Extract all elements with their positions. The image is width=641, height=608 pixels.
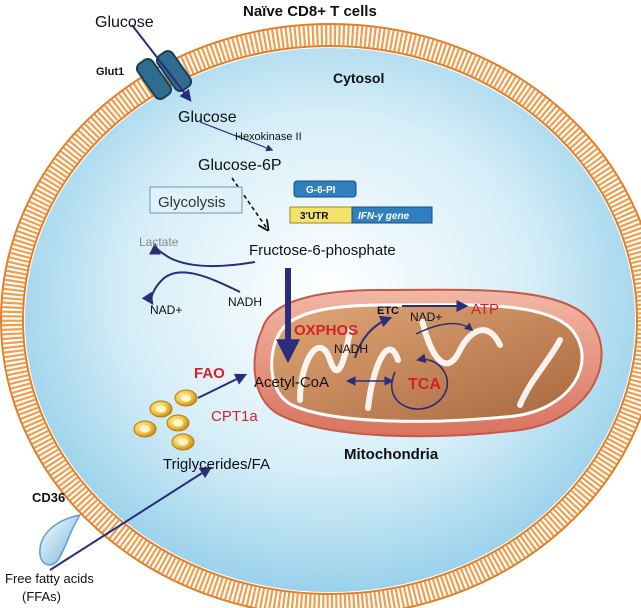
- lactate-label: Lactate: [139, 235, 179, 249]
- glut1-label: Glut1: [96, 66, 124, 78]
- cd36-transporter-icon: [39, 513, 82, 566]
- ifn-gene-label: IFN-γ gene: [358, 211, 410, 222]
- hexokinase-label: Hexokinase II: [235, 131, 302, 143]
- nad-mito-label: NAD+: [410, 310, 442, 324]
- glucose-6p-label: Glucose-6P: [198, 157, 282, 174]
- utr-label: 3'UTR: [300, 211, 329, 222]
- ffa-label-line2: (FFAs): [22, 589, 61, 604]
- cytosol-label: Cytosol: [333, 70, 384, 86]
- triglycerides-label: Triglycerides/FA: [163, 456, 270, 473]
- nadh-mito-label: NADH: [334, 342, 368, 356]
- fructose-6p-label: Fructose-6-phosphate: [249, 242, 396, 259]
- cd36-label: CD36: [32, 490, 65, 505]
- arrow-nadh-etc: [354, 315, 393, 359]
- g6pi-badge: [293, 180, 357, 198]
- glut1-transporter-icon: [135, 49, 193, 101]
- atp-label: ATP: [471, 301, 499, 318]
- arrow-glucose-import: [131, 24, 192, 102]
- oxphos-label: OXPHOS: [294, 322, 358, 339]
- nad-cytosol-label: NAD+: [150, 303, 182, 317]
- diagram-title: Naïve CD8+ T cells: [243, 3, 377, 20]
- arrow-cd36-to-tg: [49, 466, 213, 571]
- glucose-inside-label: Glucose: [178, 109, 237, 126]
- arrow-to-lactate: [149, 242, 256, 268]
- glucose-outside-label: Glucose: [95, 14, 154, 31]
- arrow-tg-to-fao: [197, 373, 248, 399]
- nadh-cytosol-label: NADH: [228, 295, 262, 309]
- ffa-label-line1: Free fatty acids: [5, 571, 94, 586]
- mitochondria-label: Mitochondria: [344, 446, 439, 463]
- lipid-droplets: [133, 389, 198, 451]
- cpt1a-label: CPT1a: [211, 408, 258, 425]
- arrow-hexokinase: [199, 121, 274, 152]
- fao-label: FAO: [194, 365, 225, 382]
- arrow-tca-cycle: [391, 353, 448, 410]
- etc-label: ETC: [377, 305, 399, 317]
- pathway-arrows: [49, 24, 474, 571]
- acetyl-coa-label: Acetyl-CoA: [254, 374, 329, 391]
- tca-label: TCA: [408, 376, 441, 393]
- glycolysis-label: Glycolysis: [158, 194, 226, 211]
- arrow-nad-mito: [415, 322, 474, 335]
- ifn-gene-bar: [289, 206, 433, 224]
- mitochondrion: [253, 288, 603, 438]
- arrow-nadh-cycle: [141, 271, 241, 305]
- cell-membrane: [0, 23, 641, 608]
- glycolysis-box: [149, 186, 243, 214]
- g6pi-label: G-6-PI: [306, 185, 336, 196]
